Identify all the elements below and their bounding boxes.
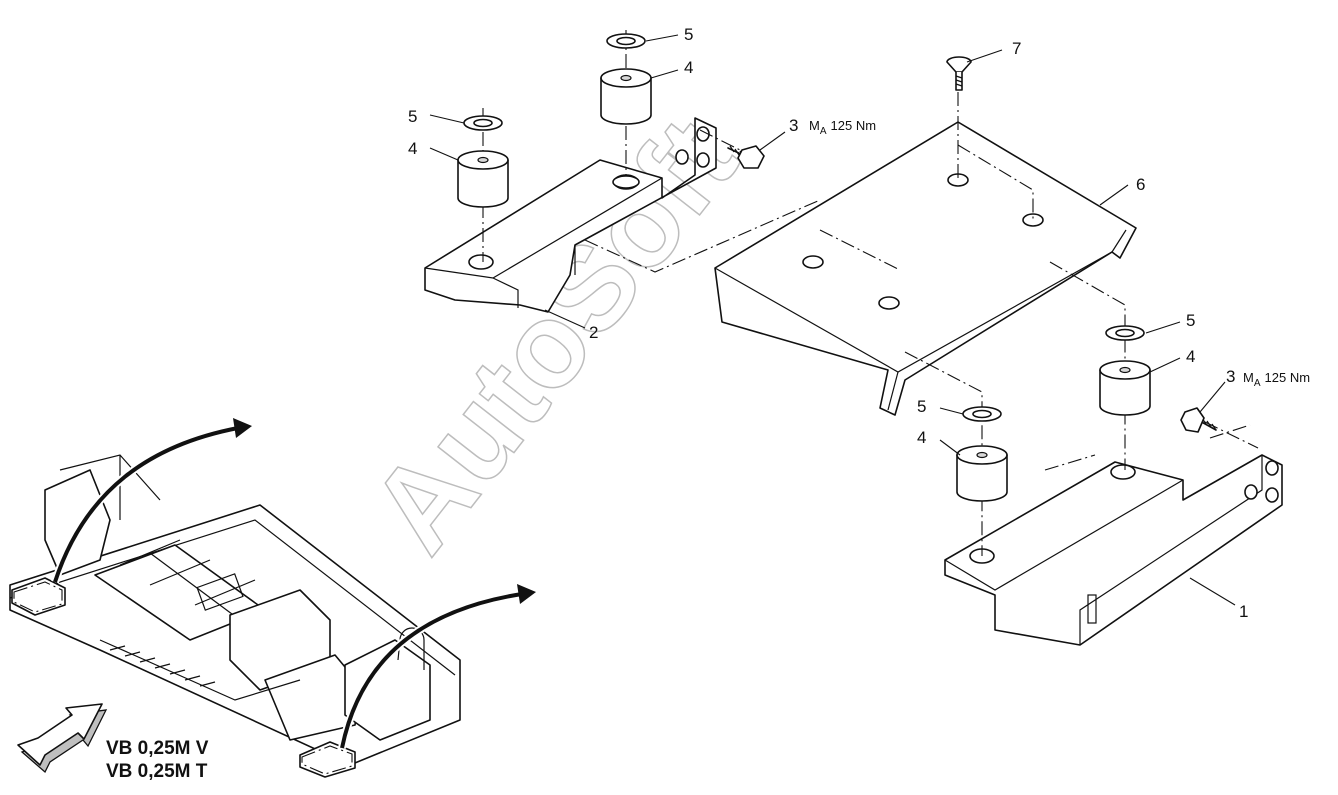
washer-upper-left xyxy=(463,115,503,131)
rubber-spacer-right xyxy=(1099,360,1151,416)
washer-lower-center xyxy=(962,406,1002,422)
callout-3: 3 xyxy=(789,116,798,135)
spacer-seat xyxy=(612,175,640,189)
hex-bolt-upper xyxy=(727,145,765,169)
model-label: VB 0,25M V xyxy=(106,738,209,759)
extension-plate-left xyxy=(11,577,66,616)
callout-4: 4 xyxy=(684,58,693,77)
mount-hole xyxy=(468,254,494,270)
callout-5: 5 xyxy=(408,107,417,126)
right-bracket-part-1 xyxy=(944,454,1283,646)
countersunk-screw-part-7 xyxy=(946,56,972,91)
bolt-hole xyxy=(1265,487,1279,503)
washer-right xyxy=(1105,325,1145,341)
mount-hole xyxy=(1110,464,1136,480)
mount-hole xyxy=(802,255,824,269)
mount-hole xyxy=(878,296,900,310)
callout-3: 3 xyxy=(1226,367,1235,386)
rubber-spacer-lower-center xyxy=(956,445,1008,502)
rubber-spacer-upper-center xyxy=(600,68,652,125)
bolt-hole xyxy=(696,152,710,168)
callout-leaders xyxy=(429,34,1236,606)
bolt-hole xyxy=(675,149,689,165)
bolt-hole xyxy=(1244,484,1258,500)
channel-plate-part-6 xyxy=(714,121,1137,416)
callout-4: 4 xyxy=(1186,347,1195,366)
screed-overview-illustration xyxy=(9,454,461,778)
callout-6: 6 xyxy=(1136,175,1145,194)
model-label: VB 0,25M T xyxy=(106,761,208,782)
callout-numbers: 5 4 5 4 3 7 6 2 5 4 3 5 4 1 xyxy=(408,25,1248,621)
callout-7: 7 xyxy=(1012,39,1021,58)
bolt-hole xyxy=(1265,460,1279,476)
callout-4: 4 xyxy=(917,428,926,447)
callout-2: 2 xyxy=(589,323,598,342)
callout-1: 1 xyxy=(1239,602,1248,621)
hex-bolt-right xyxy=(1180,407,1217,433)
locator-arrow-lower xyxy=(338,584,536,749)
callout-5: 5 xyxy=(684,25,693,44)
callout-5: 5 xyxy=(1186,311,1195,330)
callout-4: 4 xyxy=(408,139,417,158)
locator-arrow-upper xyxy=(51,418,252,584)
view-direction-arrow-icon xyxy=(17,703,108,774)
mount-hole xyxy=(1022,213,1044,227)
washer-upper-center xyxy=(606,33,646,49)
extension-plate-right xyxy=(299,741,356,778)
rubber-spacer-upper-left xyxy=(457,150,509,208)
callout-5: 5 xyxy=(917,397,926,416)
